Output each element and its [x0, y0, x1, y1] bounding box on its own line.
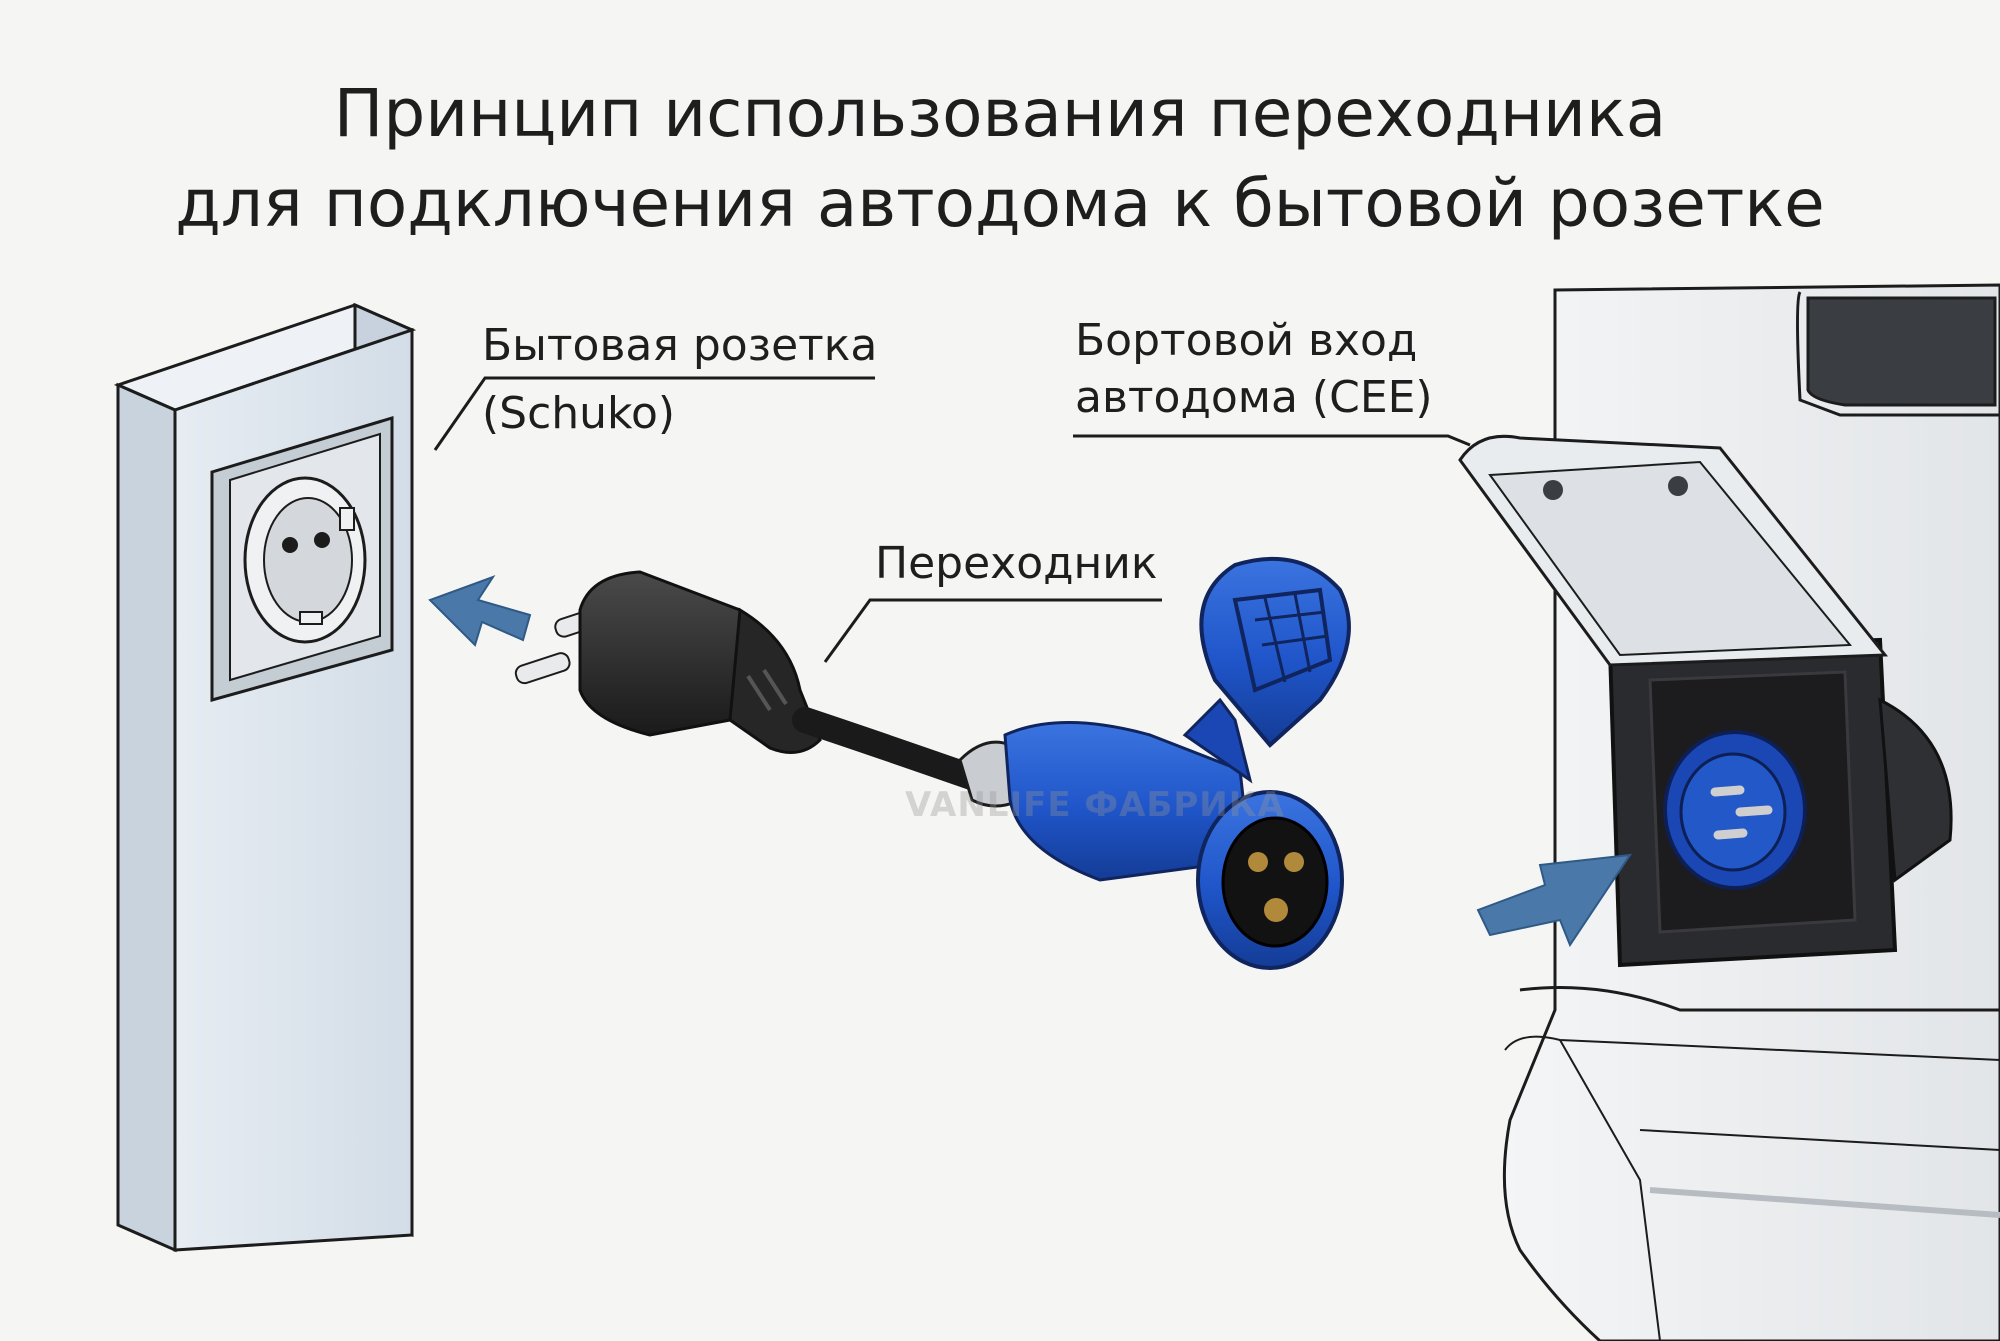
rv-cee-inlet	[1607, 637, 1953, 968]
cee-connector	[958, 697, 1344, 970]
cee-flip-cap	[1199, 556, 1351, 748]
arrow-to-socket-icon	[428, 575, 532, 647]
label-rv-inlet-line2: автодома (CEE)	[1075, 372, 1433, 423]
rv-inlet-lid	[1458, 434, 1889, 667]
label-rv-inlet-line1: Бортовой вход	[1075, 315, 1418, 366]
leader-lines	[433, 376, 1471, 663]
watermark: VANLIFE ФАБРИКА	[905, 785, 1285, 825]
adapter-cable	[792, 707, 993, 793]
arrow-to-inlet-icon	[1476, 853, 1633, 948]
schuko-plug	[514, 570, 822, 754]
schuko-socket	[210, 415, 394, 702]
diagram-title-line2: для подключения автодома к бытовой розет…	[175, 165, 1825, 242]
label-adapter: Переходник	[875, 538, 1158, 589]
label-household-socket-line1: Бытовая розетка	[482, 320, 878, 371]
label-household-socket-line2: (Schuko)	[482, 388, 676, 439]
diagram-title-line1: Принцип использования переходника	[333, 75, 1667, 152]
